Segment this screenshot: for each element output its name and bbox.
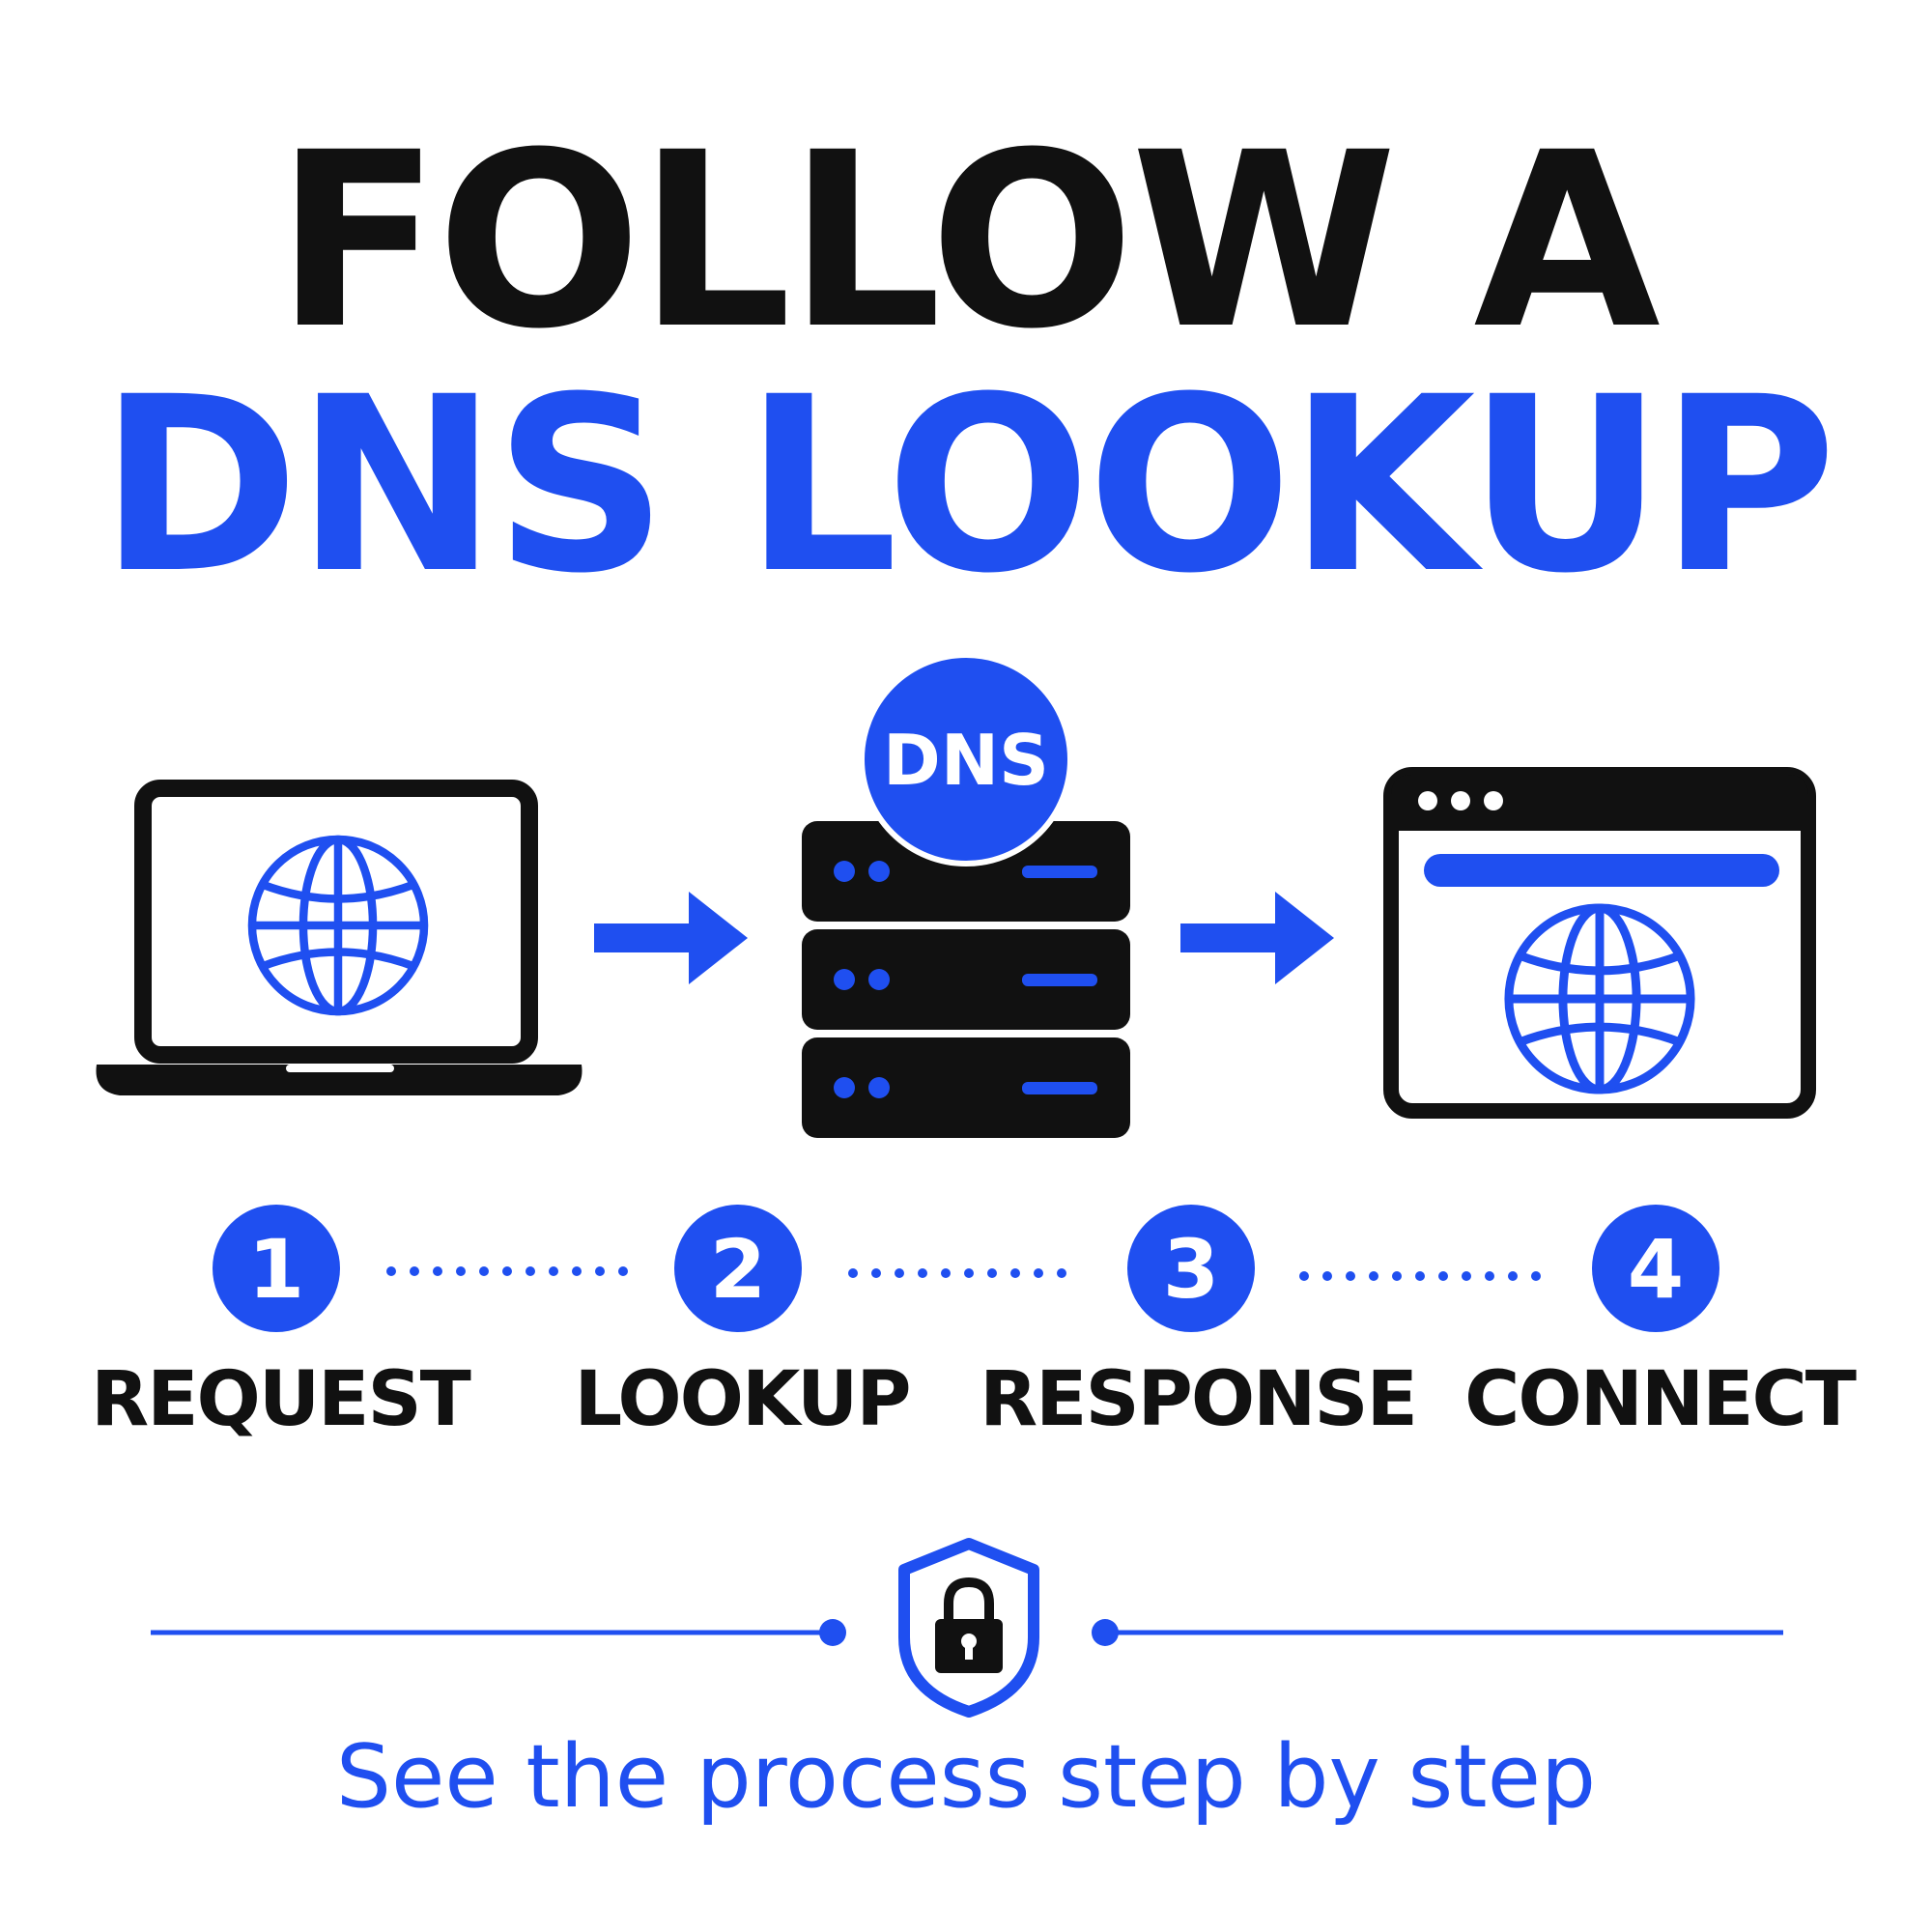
shield-lock-icon [898,1538,1039,1718]
dns-server-stack-icon: DNS [802,652,1130,1138]
step-number-1: 1 [248,1222,304,1317]
laptop-globe-icon [96,780,582,1095]
title-line-2: DNS LOOKUP [99,345,1837,626]
step-badge-4: 4 [1592,1205,1719,1332]
divider-dot-right [1092,1619,1119,1646]
step-label-response: RESPONSE [980,1356,1418,1443]
step-badge-2: 2 [674,1205,802,1332]
step-label-connect: CONNECT [1464,1356,1857,1443]
tagline: See the process step by step [335,1726,1597,1828]
arrow-right-icon [594,892,748,984]
browser-window-globe-icon [1383,767,1816,1119]
dns-badge-label: DNS [883,720,1049,801]
step-label-lookup: LOOKUP [574,1356,911,1443]
step-badge-3: 3 [1127,1205,1255,1332]
divider-dot-left [819,1619,846,1646]
step-number-4: 4 [1628,1222,1684,1317]
step-badge-1: 1 [213,1205,340,1332]
title-line-1: FOLLOW A [275,100,1661,382]
globe-icon [1509,908,1690,1090]
dns-badge [859,652,1073,867]
step-label-request: REQUEST [91,1356,471,1443]
globe-icon [252,839,424,1011]
step-number-2: 2 [710,1222,766,1317]
step-number-3: 3 [1163,1222,1219,1317]
arrow-right-icon [1180,892,1334,984]
